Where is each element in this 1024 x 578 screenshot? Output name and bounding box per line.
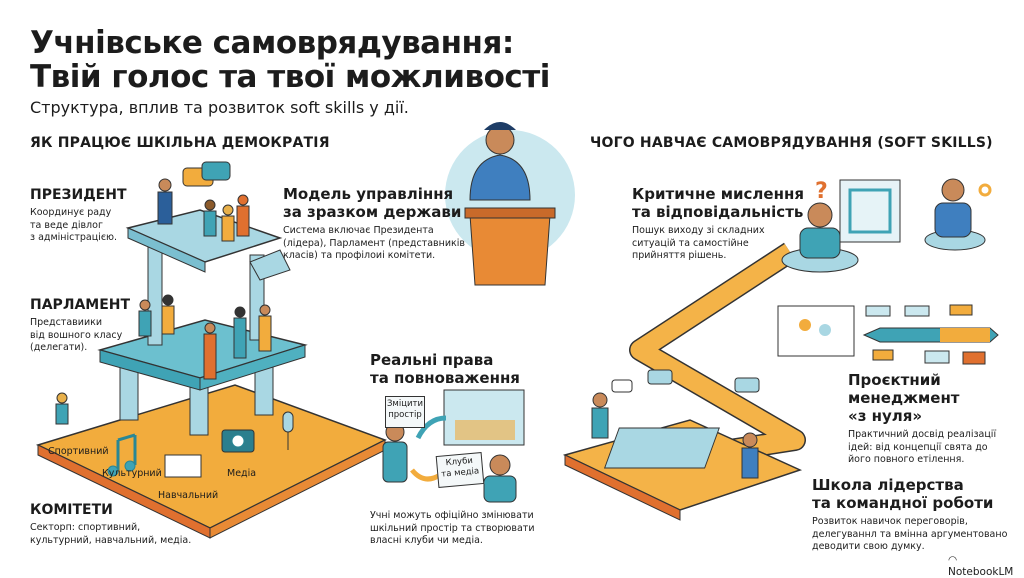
label-study: Навчальний — [158, 490, 219, 501]
notebooklm-logo-icon: ◠ — [948, 554, 958, 566]
label-culture: Культурний — [102, 468, 162, 479]
project-management-block: Проєктний менеджмент «з нуля» Практичний… — [848, 371, 997, 465]
leadership-block: Школа лідерства та командної роботи Розв… — [812, 476, 1008, 552]
rights-illustration — [382, 389, 525, 503]
people-figures — [55, 178, 272, 425]
committee-icons — [107, 411, 294, 478]
committees-block: КОМІТЕТИ Секторп: спортивний,культурний,… — [30, 502, 192, 546]
speech-bubbles — [182, 161, 231, 187]
page-title: Учнівське самоврядування:Твій голос та т… — [30, 25, 550, 95]
critical-thinking-block: Критичне мислення та відповідальність По… — [632, 185, 804, 261]
label-media: Медіа — [227, 468, 257, 479]
model-block: Модель управління за зразком держави Сис… — [283, 185, 465, 261]
rights-block: Реальні права та повноваження — [370, 351, 520, 387]
label-sport: Спортивний — [48, 446, 109, 457]
right-section-heading: ЧОГО НАВЧАЄ САМОВРЯДУВАННЯ (SOFT SKILLS) — [590, 135, 993, 151]
committees-platform — [35, 384, 387, 539]
speaker-illustration — [445, 122, 575, 286]
subtitle: Структура, вплив та розвиток soft skills… — [30, 98, 409, 117]
svg-text:?: ? — [815, 179, 828, 204]
skills-road — [562, 242, 806, 521]
notebooklm-brand: ◠ NotebookLM — [948, 554, 1014, 578]
skill-figures: ? — [591, 178, 999, 479]
left-section-heading: ЯК ПРАЦЮЄ ШКІЛЬНА ДЕМОКРАТІЯ — [30, 135, 330, 151]
